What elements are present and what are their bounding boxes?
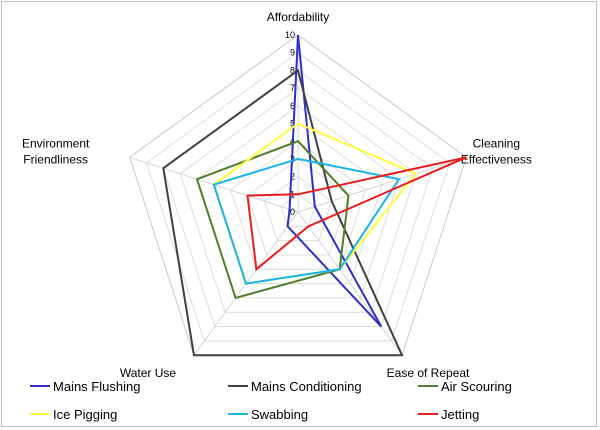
series-air-scouring	[195, 140, 350, 300]
tick-label: 2	[290, 172, 295, 182]
axis-label-line: Friendliness	[23, 152, 88, 166]
axis-label: Affordability	[267, 10, 329, 24]
legend: Mains Flushing Mains Conditioning Air Scou…	[30, 379, 512, 422]
tick-label: 0	[290, 207, 295, 217]
legend-label-mains-conditioning: Mains Conditioning	[251, 379, 362, 394]
grid-ring	[246, 158, 350, 256]
grid-ring	[179, 87, 417, 313]
axis-label-line: Affordability	[267, 10, 329, 24]
tick-label: 8	[290, 65, 295, 75]
series-jetting	[246, 156, 467, 272]
grid-ring	[196, 105, 400, 299]
series-lines	[162, 34, 467, 357]
tick-label: 5	[290, 119, 295, 129]
legend-label-swabbing: Swabbing	[251, 407, 308, 422]
grid-ring	[145, 52, 451, 342]
legend-label-mains-flushing: Mains Flushing	[53, 379, 140, 394]
grid-spoke	[297, 156, 467, 213]
axis-label-line: Environment	[22, 136, 90, 150]
tick-label: 9	[290, 48, 295, 58]
legend-label-jetting: Jetting	[441, 407, 479, 422]
tick-label: 7	[290, 83, 295, 93]
legend-label-ice-pigging: Ice Pigging	[53, 407, 117, 422]
legend-label-air-scouring: Air Scouring	[441, 379, 512, 394]
axis-label: Ease of Repeat	[387, 366, 470, 380]
axis-label-line: Ease of Repeat	[387, 366, 470, 380]
grid	[129, 34, 467, 356]
grid-ring	[263, 175, 333, 242]
grid-spoke	[297, 211, 403, 356]
axis-label-line: Effectiveness	[461, 152, 532, 166]
grid-ring	[280, 193, 316, 227]
series-mains-flushing	[286, 34, 383, 328]
tick-label: 6	[290, 101, 295, 111]
tick-label: 10	[285, 30, 295, 40]
axis-label-line: Water Use	[120, 366, 177, 380]
axis-label: Water Use	[120, 366, 177, 380]
series-mains-conditioning	[162, 68, 404, 357]
axis-label-line: Cleaning	[473, 136, 520, 150]
